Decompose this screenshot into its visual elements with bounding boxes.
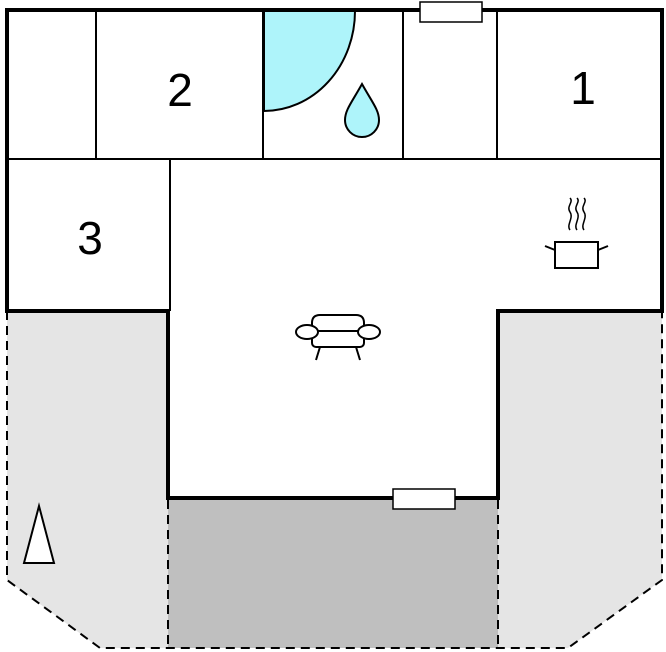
window-top	[419, 1, 483, 23]
room-label-3: 3	[77, 212, 103, 264]
interior-walls	[7, 10, 662, 311]
outdoor-area-left	[7, 311, 168, 648]
outdoor-boundary	[6, 311, 663, 649]
exterior-walls	[5, 8, 664, 500]
sofa-icon	[295, 314, 381, 361]
outdoor-area-right	[498, 311, 662, 648]
north-arrow-icon	[22, 502, 56, 564]
interior-floor	[7, 10, 662, 498]
room-label-2: 2	[167, 64, 193, 116]
room-label-1: 1	[570, 62, 596, 114]
water-drop-icon	[343, 81, 381, 138]
window-bottom	[392, 488, 456, 510]
cooking-pot-icon	[544, 197, 609, 269]
terrace	[168, 498, 498, 648]
water-area	[263, 10, 357, 113]
